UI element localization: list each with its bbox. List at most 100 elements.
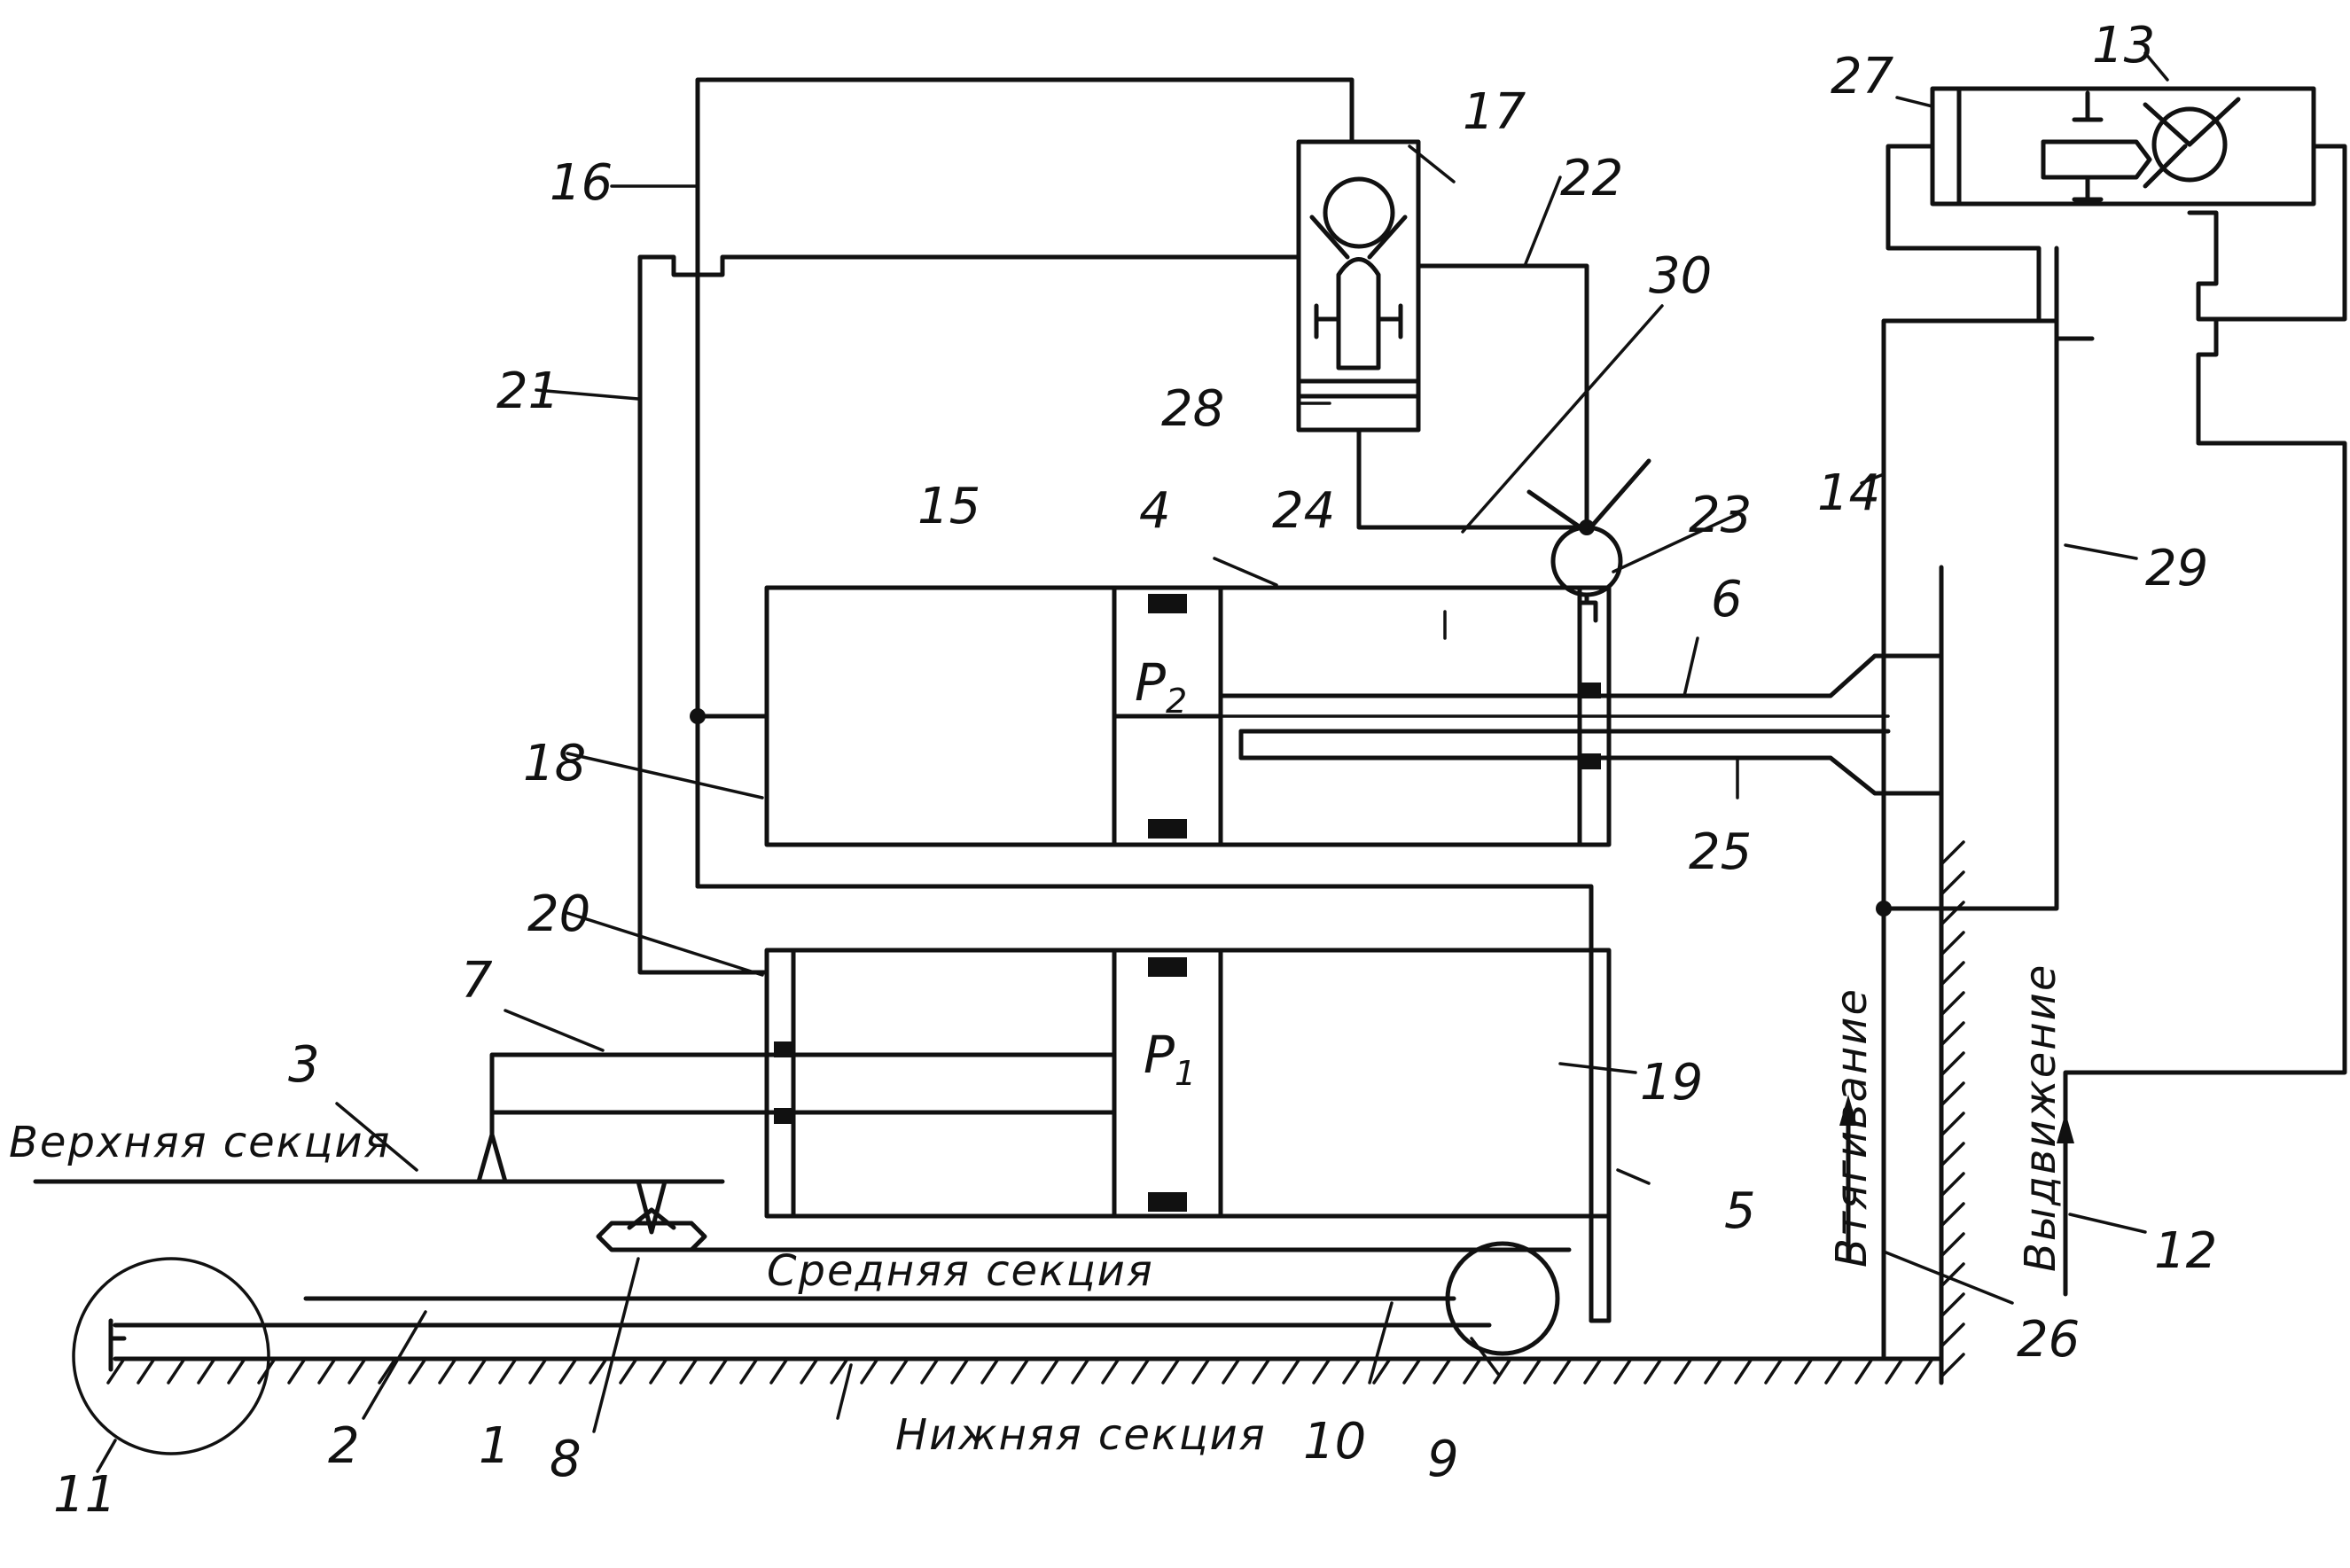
ground-hatch-mark	[1645, 1359, 1661, 1383]
wall-hatch-mark	[1941, 1023, 1964, 1045]
wall	[1941, 842, 1964, 1383]
guide-roller-8	[598, 1182, 705, 1250]
retraction-label: Втягивание	[1827, 987, 1877, 1268]
detail-circle-11	[74, 1259, 269, 1454]
ground-hatch-mark	[771, 1359, 787, 1383]
ground-hatch-mark	[590, 1359, 606, 1383]
valve-17	[1299, 142, 1418, 430]
pressure-p2-label: P2	[1135, 652, 1187, 721]
label-11: 11	[53, 1466, 116, 1524]
wall-hatch-mark	[1941, 993, 1964, 1015]
label-17: 17	[1463, 83, 1526, 141]
ground-hatch-mark	[1042, 1359, 1058, 1383]
ground-hatch-mark	[1675, 1359, 1691, 1383]
ground-hatch-mark	[801, 1359, 817, 1383]
label-26: 26	[2017, 1311, 2080, 1369]
ground-hatch-mark	[1917, 1359, 1932, 1383]
label-28: 28	[1161, 380, 1224, 438]
label-27: 27	[1831, 48, 1894, 105]
pressure-p1-label: P1	[1144, 1025, 1196, 1093]
label-25: 25	[1689, 823, 1752, 881]
wall-hatch-mark	[1941, 1294, 1964, 1316]
roller-9	[1448, 1244, 1558, 1353]
label-14: 14	[1817, 464, 1880, 522]
ground-hatch-mark	[1856, 1359, 1872, 1383]
wall-hatch-mark	[1941, 1083, 1964, 1105]
wall-hatch-mark	[1941, 902, 1964, 924]
label-21: 21	[496, 363, 559, 420]
label-22: 22	[1560, 150, 1623, 207]
ground-hatch-mark	[1344, 1359, 1360, 1383]
ground-hatch-mark	[470, 1359, 486, 1383]
ground-hatch-mark	[651, 1359, 667, 1383]
wall-hatch-mark	[1941, 1174, 1964, 1196]
ground-hatch-mark	[289, 1359, 305, 1383]
ground-hatch-mark	[831, 1359, 847, 1383]
ground-hatch-mark	[1615, 1359, 1631, 1383]
label-4: 4	[1139, 482, 1171, 540]
ground-hatch-mark	[410, 1359, 425, 1383]
label-10: 10	[1303, 1413, 1366, 1470]
label-13: 13	[2092, 17, 2155, 74]
wall-hatch-mark	[1941, 1234, 1964, 1256]
label-18: 18	[523, 735, 586, 792]
label-12: 12	[2154, 1222, 2217, 1280]
ground-hatch-mark	[681, 1359, 697, 1383]
ground-hatch-mark	[1706, 1359, 1722, 1383]
ground-hatch-mark	[1193, 1359, 1209, 1383]
ground-hatch-mark	[440, 1359, 456, 1383]
ground-hatch-mark	[1133, 1359, 1149, 1383]
lower-section	[108, 1359, 1941, 1383]
wall-hatch-mark	[1941, 1053, 1964, 1075]
label-6: 6	[1711, 571, 1743, 628]
wall-hatch-mark	[1941, 842, 1964, 864]
label-2: 2	[328, 1417, 360, 1475]
lower-section-label: Нижняя секция	[895, 1410, 1267, 1460]
ground-hatch-mark	[1796, 1359, 1812, 1383]
ground-hatch-mark	[1253, 1359, 1269, 1383]
ground-hatch-mark	[862, 1359, 878, 1383]
ground-hatch-mark	[319, 1359, 335, 1383]
ground-hatch-mark	[741, 1359, 757, 1383]
ground-hatch-mark	[1223, 1359, 1239, 1383]
line-29	[1884, 213, 2345, 1294]
ground-hatch-mark	[168, 1359, 184, 1383]
ground-hatch-mark	[349, 1359, 365, 1383]
ground-hatch-mark	[1314, 1359, 1330, 1383]
valve-13	[1888, 89, 2345, 321]
wall-hatch-mark	[1941, 932, 1964, 955]
line-22	[1418, 266, 1649, 603]
ground-hatch-mark	[1464, 1359, 1480, 1383]
label-16: 16	[550, 154, 613, 212]
ground-hatch-mark	[621, 1359, 636, 1383]
label-7: 7	[461, 952, 493, 1010]
label-15: 15	[917, 478, 980, 535]
label-20: 20	[527, 885, 590, 943]
ground-hatch-mark	[1012, 1359, 1028, 1383]
label-8: 8	[550, 1431, 582, 1488]
label-3: 3	[288, 1036, 320, 1094]
ground-hatch-mark	[1073, 1359, 1089, 1383]
ground-hatch-mark	[1404, 1359, 1420, 1383]
label-1: 1	[479, 1417, 511, 1475]
wall-hatch-mark	[1941, 1354, 1964, 1377]
ground-hatch-mark	[1886, 1359, 1902, 1383]
wall-hatch-mark	[1941, 1204, 1964, 1226]
ground-hatch-mark	[1163, 1359, 1179, 1383]
wall-hatch-mark	[1941, 1324, 1964, 1346]
label-24: 24	[1272, 482, 1335, 540]
junction-dot	[1876, 901, 1892, 917]
ground-hatch-mark	[1525, 1359, 1541, 1383]
extension-label: Выдвижение	[2016, 963, 2065, 1272]
label-5: 5	[1724, 1182, 1756, 1240]
line-30	[1359, 430, 1587, 527]
wall-hatch-mark	[1941, 963, 1964, 985]
middle-section-label: Средняя секция	[767, 1246, 1154, 1296]
ground-hatch-mark	[199, 1359, 215, 1383]
ground-hatch-mark	[500, 1359, 516, 1383]
ground-hatch-mark	[1284, 1359, 1300, 1383]
label-30: 30	[1649, 247, 1712, 305]
ground-hatch-mark	[922, 1359, 938, 1383]
wall-hatch-mark	[1941, 1113, 1964, 1135]
label-23: 23	[1689, 487, 1752, 544]
